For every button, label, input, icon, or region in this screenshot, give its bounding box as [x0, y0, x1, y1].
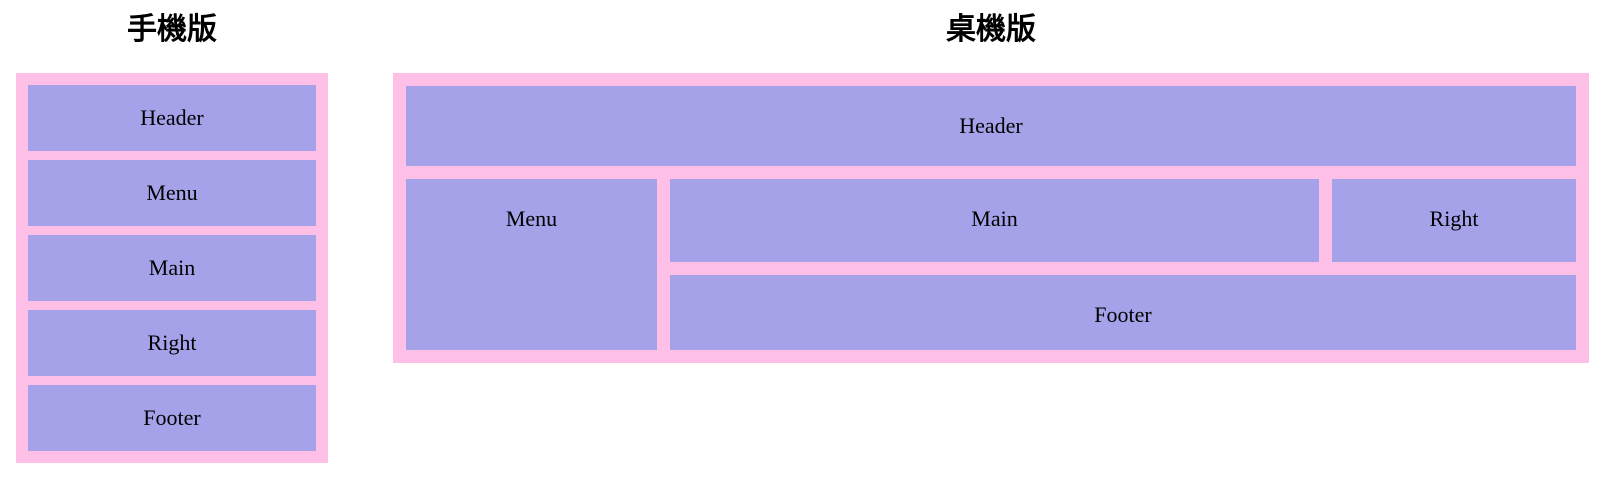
mobile-box-main: Main — [28, 235, 316, 301]
desktop-box-menu: Menu — [406, 179, 657, 350]
desktop-box-right: Right — [1332, 179, 1576, 262]
mobile-box-header: Header — [28, 85, 316, 151]
mobile-box-right: Right — [28, 310, 316, 376]
desktop-box-header: Header — [406, 86, 1576, 166]
mobile-layout-container: Header Menu Main Right Footer — [16, 73, 328, 463]
desktop-box-main: Main — [670, 179, 1319, 262]
mobile-version-title: 手機版 — [127, 13, 217, 46]
mobile-box-footer: Footer — [28, 385, 316, 451]
mobile-box-menu: Menu — [28, 160, 316, 226]
desktop-version-title: 桌機版 — [946, 13, 1036, 46]
desktop-box-footer: Footer — [670, 275, 1576, 350]
desktop-layout-container: Header Menu Main Right Footer — [393, 73, 1589, 363]
desktop-layout-grid: Header Menu Main Right Footer — [406, 86, 1576, 350]
